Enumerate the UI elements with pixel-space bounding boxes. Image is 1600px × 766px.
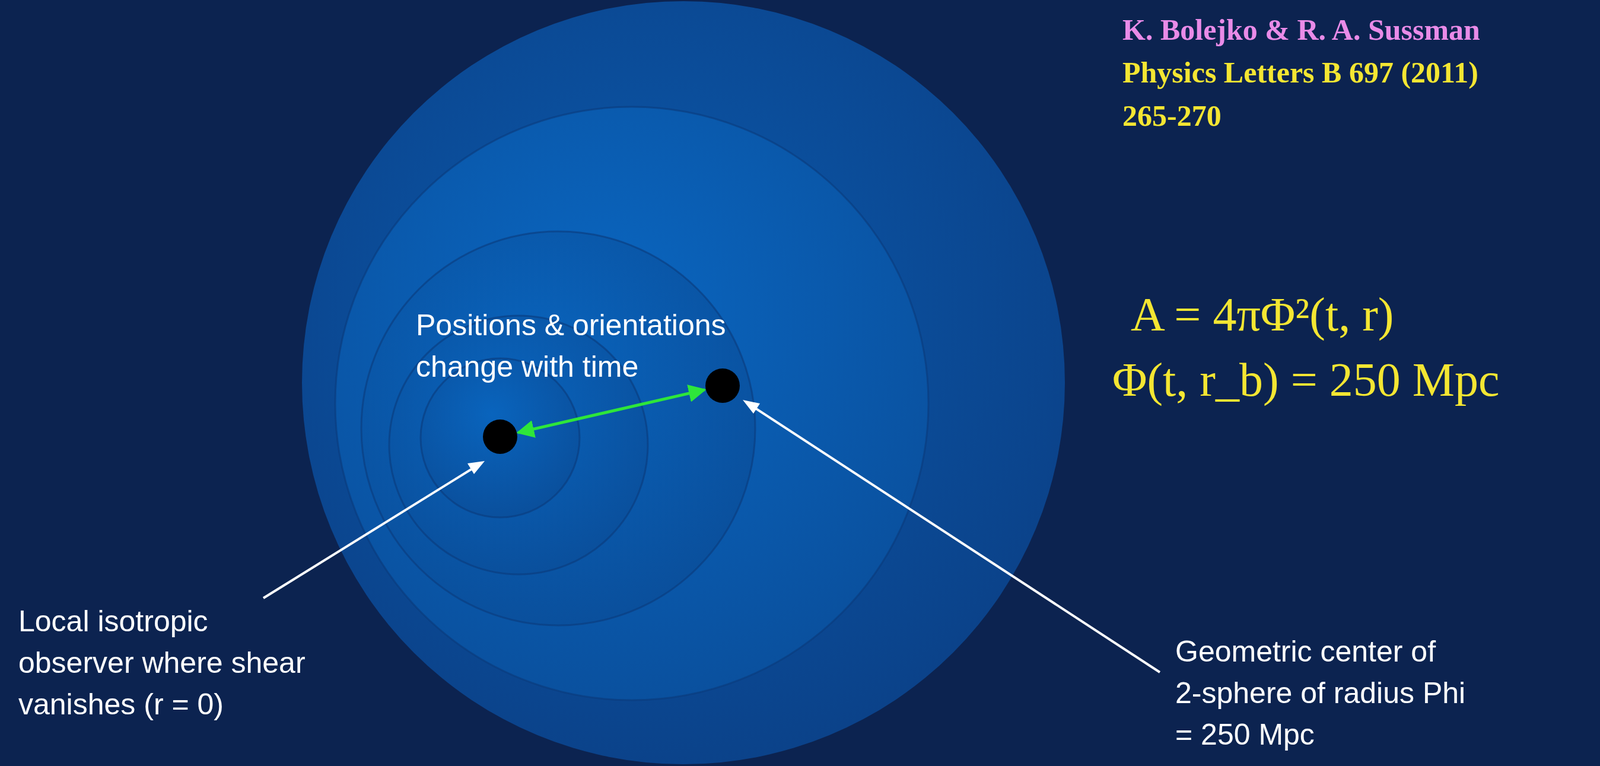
callout-text: Geometric center of 2-sphere of radius P… [1175, 630, 1468, 756]
position-dot: Geometric center of 2-sphere of radius P… [705, 368, 740, 403]
sphere-shell [335, 106, 929, 701]
leader-arrowhead [467, 460, 485, 475]
equation: A = 4πΦ²(t, r) [1130, 285, 1394, 343]
leader-arrowhead [742, 399, 760, 414]
sphere-shell [361, 231, 756, 626]
edge-label: Positions & orientations change with tim… [415, 304, 772, 388]
position-dot: Local isotropic observer where shear van… [482, 419, 518, 454]
sphere-shell [301, 1, 1065, 765]
leader-line [263, 462, 482, 598]
citation: K. Bolejko & R. A. Sussman [1122, 8, 1481, 52]
equation: Φ(t, r_b) = 250 Mpc [1112, 351, 1500, 409]
double-arrow [517, 389, 705, 433]
callout-text: Local isotropic observer where shear van… [18, 600, 318, 725]
leader-line [746, 402, 1160, 673]
citation: Physics Letters B 697 (2011) 265-270 [1122, 51, 1482, 138]
